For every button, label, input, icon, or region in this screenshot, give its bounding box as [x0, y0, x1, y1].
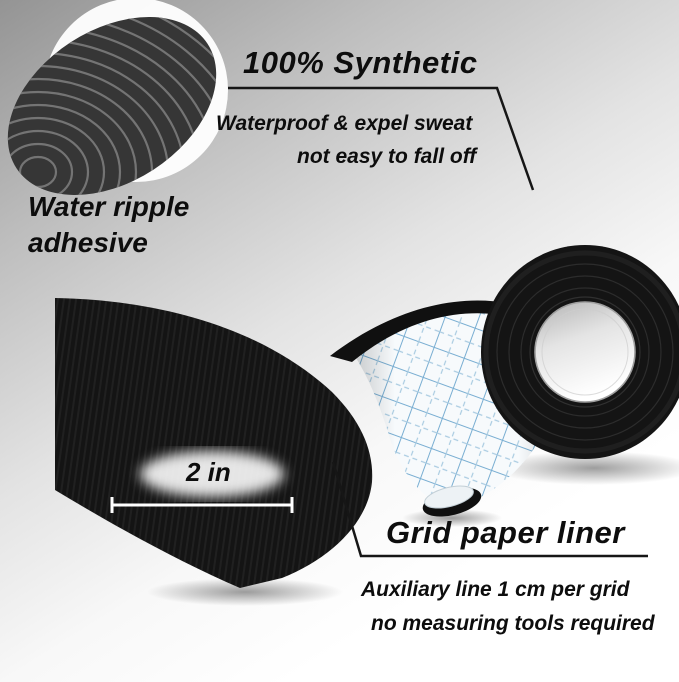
- tape-roll: [481, 245, 679, 459]
- tape-highlight: [140, 451, 284, 497]
- synthetic-title: 100% Synthetic: [243, 45, 478, 80]
- width-label: 2 in: [186, 457, 231, 487]
- liner-title: Grid paper liner: [386, 515, 625, 550]
- liner-callout-line: [331, 461, 648, 558]
- product-shadows: [147, 451, 679, 606]
- synthetic-subtitle-2: not easy to fall off: [297, 145, 477, 168]
- roll-core: [535, 302, 635, 402]
- synthetic-subtitle-1: Waterproof & expel sweat: [216, 112, 473, 135]
- liner-subtitle-1: Auxiliary line 1 cm per grid: [361, 578, 630, 601]
- width-measure-line: [110, 497, 294, 513]
- adhesive-label-2: adhesive: [28, 227, 148, 258]
- adhesive-label-1: Water ripple: [28, 191, 190, 222]
- liner-curl: [422, 485, 482, 517]
- black-tape-strip: [55, 298, 373, 588]
- liner-subtitle-2: no measuring tools required: [371, 612, 655, 635]
- synthetic-callout-line: [228, 86, 535, 191]
